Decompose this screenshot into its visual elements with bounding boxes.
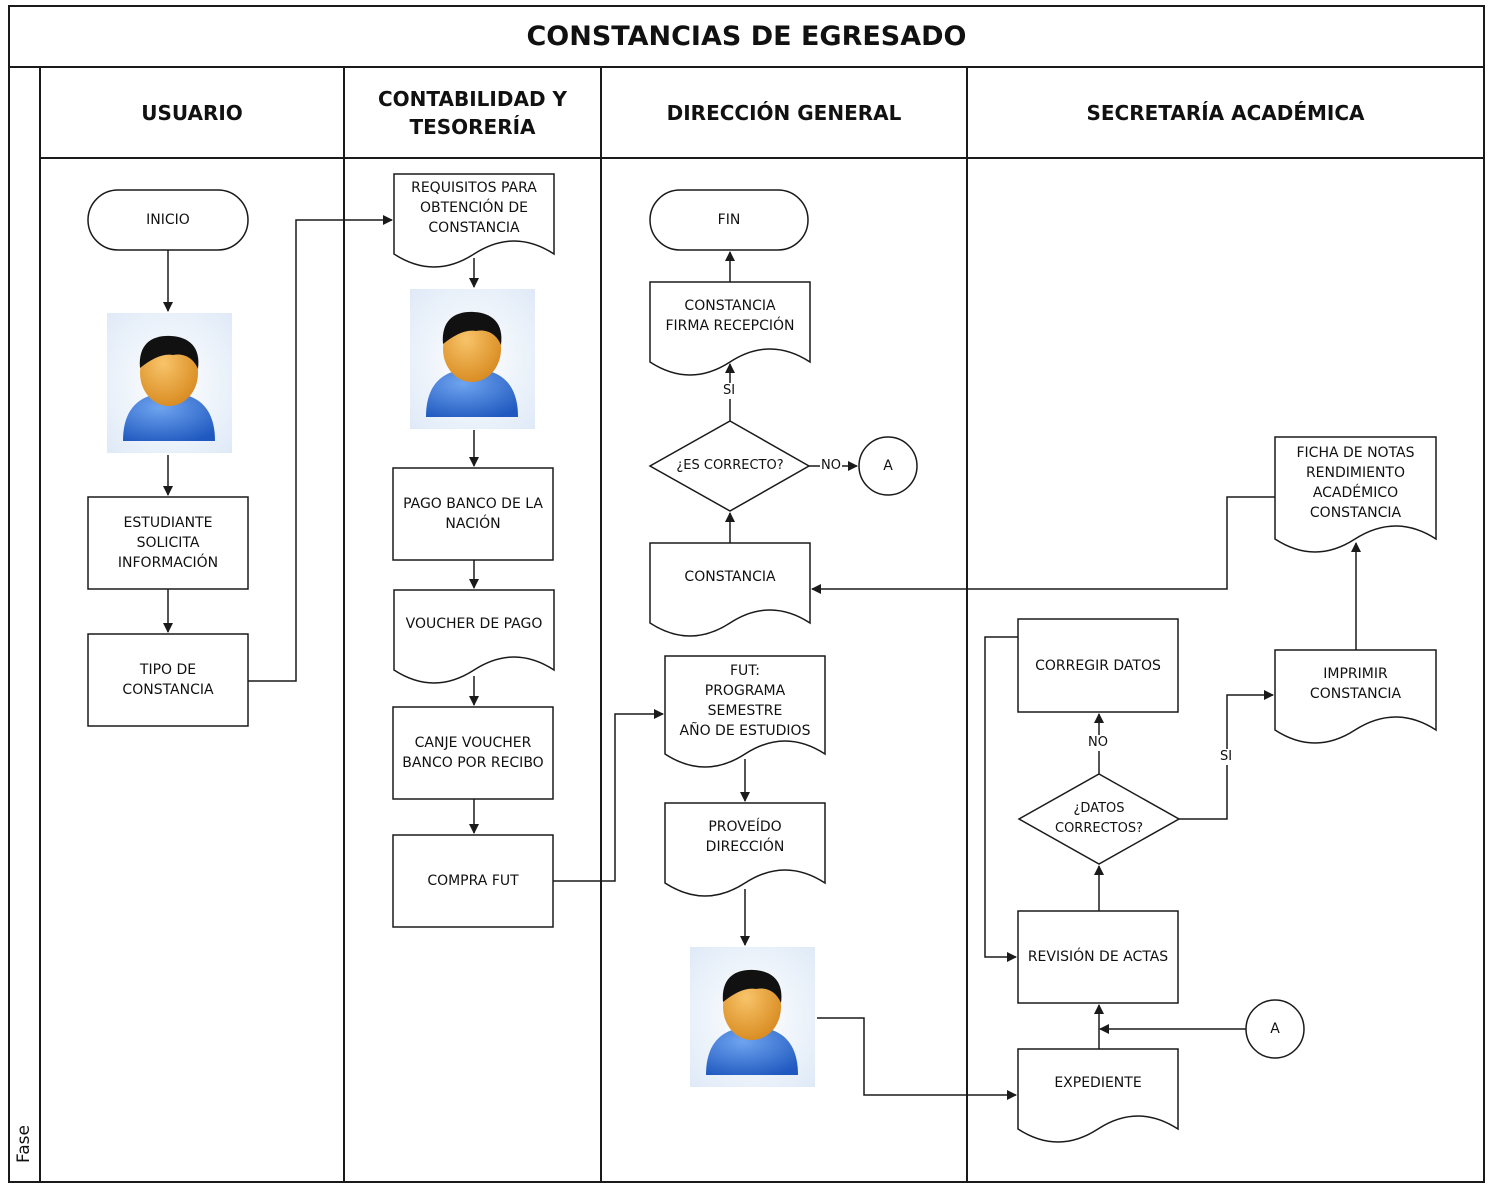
- doc-expediente: [1017, 1048, 1179, 1143]
- process-tipo-constancia: [87, 633, 249, 727]
- process-revision-actas: [1017, 910, 1179, 1004]
- user-icon: [690, 947, 815, 1087]
- edge-label-no-2: NO: [1087, 735, 1109, 751]
- decision-datos-correctos: [1017, 773, 1181, 865]
- end-node: [649, 189, 809, 251]
- lane-direccion: DIRECCIÓN GENERAL: [666, 101, 902, 125]
- connector-a-bottom-label: A: [1270, 1021, 1280, 1037]
- doc-voucher: [393, 589, 555, 684]
- process-canje: [392, 706, 554, 800]
- arrow-corregir-revision: [984, 636, 1018, 962]
- doc-ficha-notas: [1274, 436, 1437, 553]
- flow-arrows: [163, 215, 1361, 1100]
- decision-es-correcto: [648, 420, 811, 512]
- arrow-ficha-constancia: [811, 496, 1275, 594]
- doc-constancia: [649, 542, 811, 637]
- user-icon: [410, 289, 535, 429]
- process-compra-fut: [392, 834, 554, 928]
- doc-firma-recepcion: [649, 281, 811, 376]
- lane-secretaria: SECRETARÍA ACADÉMICA: [1086, 101, 1365, 125]
- diagram-title: CONSTANCIAS DE EGRESADO: [526, 20, 967, 52]
- doc-fut: [664, 655, 826, 768]
- arrow-tipo-requisitos: [248, 215, 393, 682]
- process-estudiante: [87, 496, 249, 590]
- phase-label: Fase: [14, 1125, 34, 1163]
- user-icon: [107, 313, 232, 453]
- swimlane-frame: [8, 5, 1485, 1183]
- edge-label-si-2: SI: [1219, 749, 1234, 765]
- connector-a-top: [858, 436, 918, 496]
- doc-imprimir: [1274, 649, 1437, 744]
- arrow-user-expediente: [817, 1017, 1017, 1100]
- process-corregir-datos: [1017, 618, 1179, 713]
- process-pago-banco: [392, 467, 554, 561]
- start-node: [87, 189, 249, 251]
- doc-requisitos: [393, 173, 555, 268]
- doc-proveido: [664, 802, 826, 897]
- lane-contabilidad: CONTABILIDAD Y TESORERÍA: [378, 87, 567, 139]
- connector-a-top-label: A: [883, 458, 893, 474]
- lane-usuario: USUARIO: [141, 101, 243, 125]
- edge-label-si-1: SI: [722, 383, 737, 399]
- edge-label-no-1: NO: [820, 458, 842, 474]
- arrow-compra-fut: [553, 709, 664, 882]
